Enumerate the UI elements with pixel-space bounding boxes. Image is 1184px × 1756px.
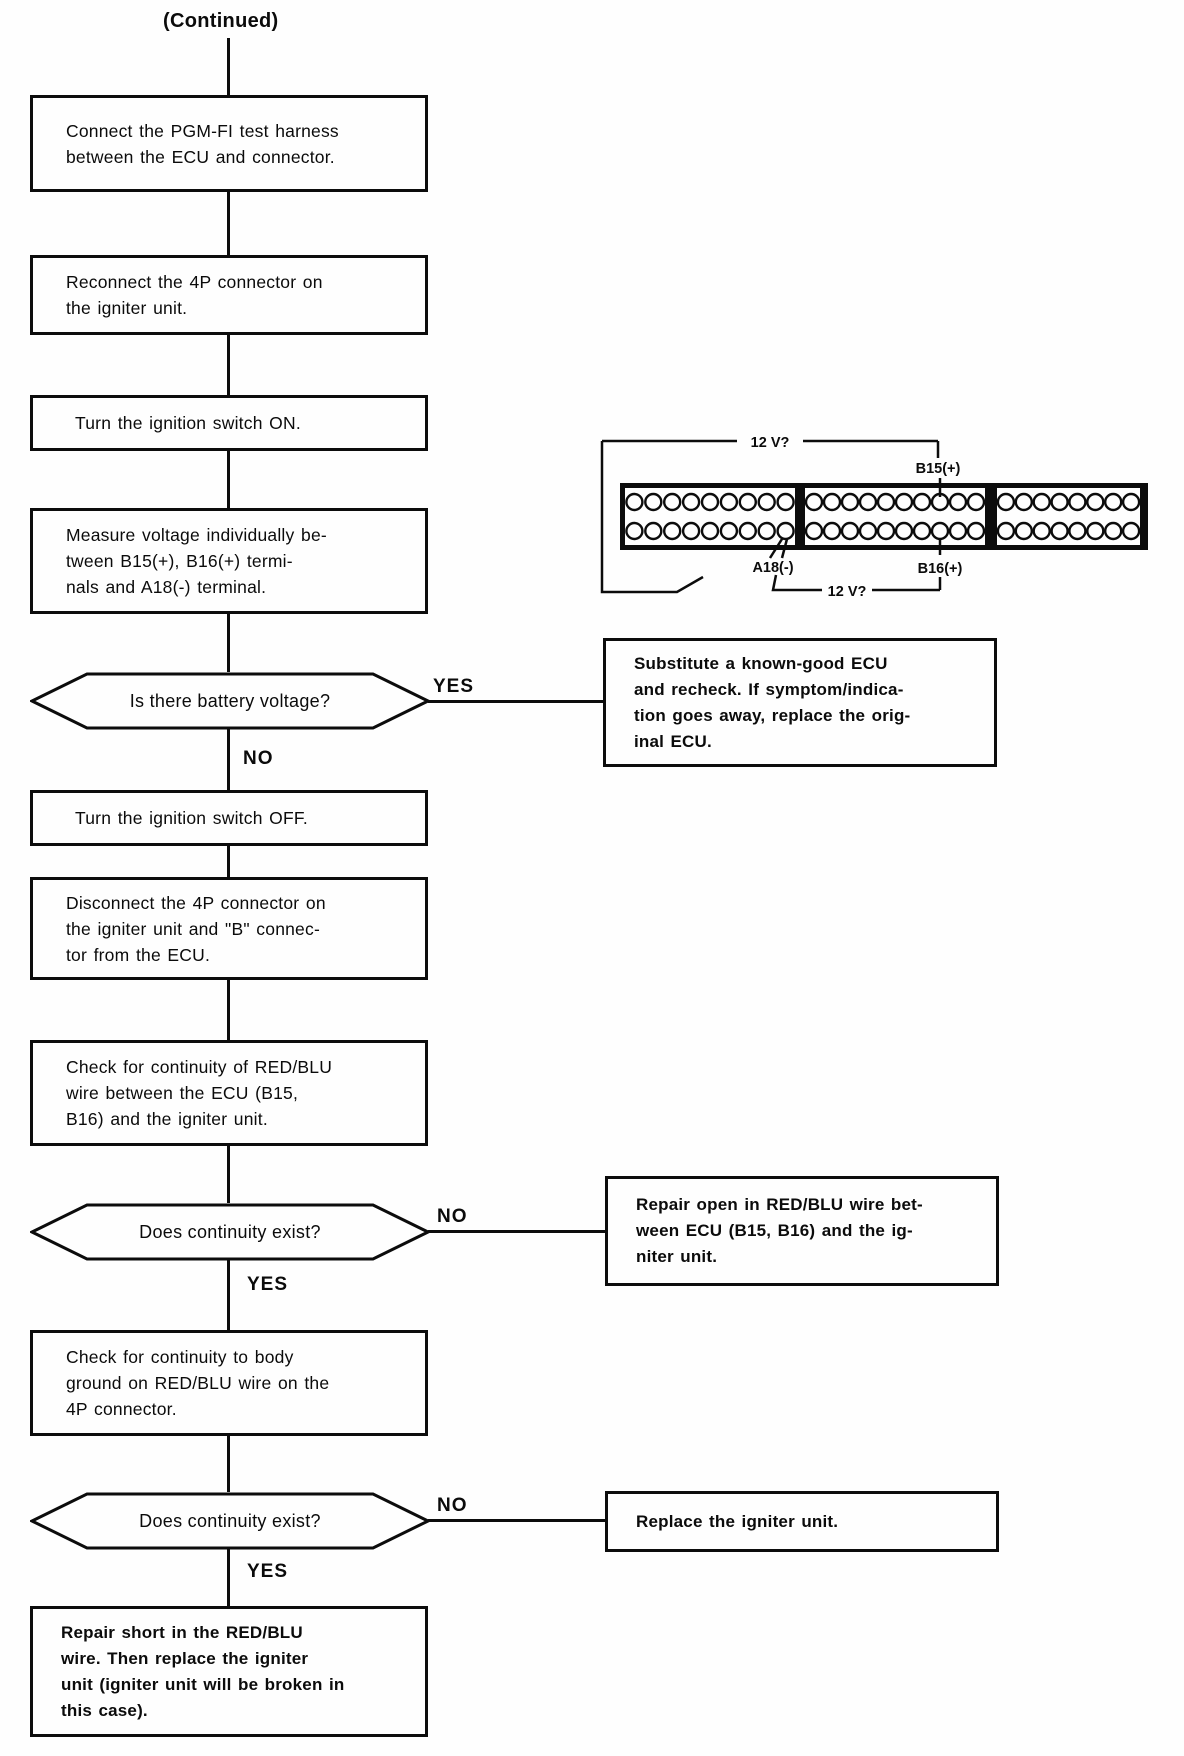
no-branch-line <box>428 1519 605 1522</box>
action-text: Repair short in the RED/BLU wire. Then r… <box>61 1622 345 1720</box>
step-text: Check for continuity to body ground on R… <box>66 1347 330 1419</box>
step-text: Turn the ignition switch ON. <box>75 413 301 433</box>
step-measure-voltage: Measure voltage individually be- tween B… <box>30 508 428 614</box>
action-repair-open-wire: Repair open in RED/BLU wire bet- ween EC… <box>605 1176 999 1286</box>
decision-continuity-2: Does continuity exist? <box>30 1492 430 1550</box>
connector-pins-a <box>625 492 795 541</box>
pin-label-b16: B16(+) <box>918 561 963 577</box>
pin-label-b15: B15(+) <box>916 461 961 477</box>
step-check-continuity-wire: Check for continuity of RED/BLU wire bet… <box>30 1040 428 1146</box>
step-reconnect-4p-connector: Reconnect the 4P connector on the ignite… <box>30 255 428 335</box>
pin-callout-line <box>780 538 789 559</box>
yes-label: YES <box>247 1561 289 1582</box>
action-substitute-ecu: Substitute a known-good ECU and recheck.… <box>603 638 997 767</box>
step-disconnect-connectors: Disconnect the 4P connector on the ignit… <box>30 877 428 980</box>
voltage-check-label-top: 12 V? <box>751 435 790 451</box>
decision-continuity-1: Does continuity exist? <box>30 1203 430 1261</box>
flow-line-no-branch <box>227 728 230 790</box>
continued-label: (Continued) <box>163 10 279 32</box>
measure-bracket-line <box>771 574 822 592</box>
voltage-check-label-bottom: 12 V? <box>828 584 867 600</box>
no-label: NO <box>437 1206 468 1227</box>
step-text: Turn the ignition switch OFF. <box>75 808 308 828</box>
flow-line <box>227 38 230 95</box>
step-text: Disconnect the 4P connector on the ignit… <box>66 892 326 965</box>
flow-line-yes-branch <box>227 1548 230 1606</box>
connector-pins-b <box>804 492 986 541</box>
flow-line <box>227 450 230 508</box>
step-text: Measure voltage individually be- tween B… <box>66 525 327 597</box>
hexagon-shape <box>30 672 430 730</box>
decision-battery-voltage: Is there battery voltage? <box>30 672 430 730</box>
measure-bracket-line <box>600 441 704 594</box>
flow-line <box>227 1435 230 1492</box>
flow-line <box>227 979 230 1040</box>
flow-line-yes-branch <box>227 1259 230 1330</box>
flow-line <box>227 192 230 255</box>
action-repair-short: Repair short in the RED/BLU wire. Then r… <box>30 1606 428 1737</box>
decision-question: Does continuity exist? <box>139 1221 321 1242</box>
ecu-connector-diagram: 12 V? B15(+) A18(-) B16(+) 12 V? <box>600 435 1148 600</box>
connector-pins-c <box>996 492 1141 541</box>
action-replace-igniter: Replace the igniter unit. <box>605 1491 999 1552</box>
yes-label: YES <box>433 676 475 697</box>
step-ignition-on: Turn the ignition switch ON. <box>30 395 428 451</box>
step-ignition-off: Turn the ignition switch OFF. <box>30 790 428 846</box>
step-text: Reconnect the 4P connector on the ignite… <box>66 272 323 318</box>
yes-branch-line <box>428 700 603 703</box>
step-check-continuity-ground: Check for continuity to body ground on R… <box>30 1330 428 1436</box>
flow-line <box>227 1145 230 1203</box>
hexagon-shape <box>30 1492 430 1550</box>
flow-line <box>227 845 230 877</box>
no-label: NO <box>243 748 274 769</box>
flow-line <box>227 614 230 672</box>
decision-question: Does continuity exist? <box>139 1510 321 1531</box>
decision-question: Is there battery voltage? <box>129 690 331 711</box>
action-text: Substitute a known-good ECU and recheck.… <box>634 653 911 751</box>
no-label: NO <box>437 1495 468 1516</box>
step-text: Connect the PGM-FI test harness between … <box>66 120 339 167</box>
flow-line <box>227 335 230 395</box>
step-connect-test-harness: Connect the PGM-FI test harness between … <box>30 95 428 192</box>
pin-callout-line <box>768 538 784 559</box>
pin-label-a18: A18(-) <box>752 560 793 576</box>
step-text: Check for continuity of RED/BLU wire bet… <box>66 1057 333 1129</box>
yes-label: YES <box>247 1274 289 1295</box>
hexagon-shape <box>30 1203 430 1261</box>
action-text: Replace the igniter unit. <box>636 1511 839 1531</box>
no-branch-line <box>428 1230 605 1233</box>
action-text: Repair open in RED/BLU wire bet- ween EC… <box>636 1195 923 1266</box>
